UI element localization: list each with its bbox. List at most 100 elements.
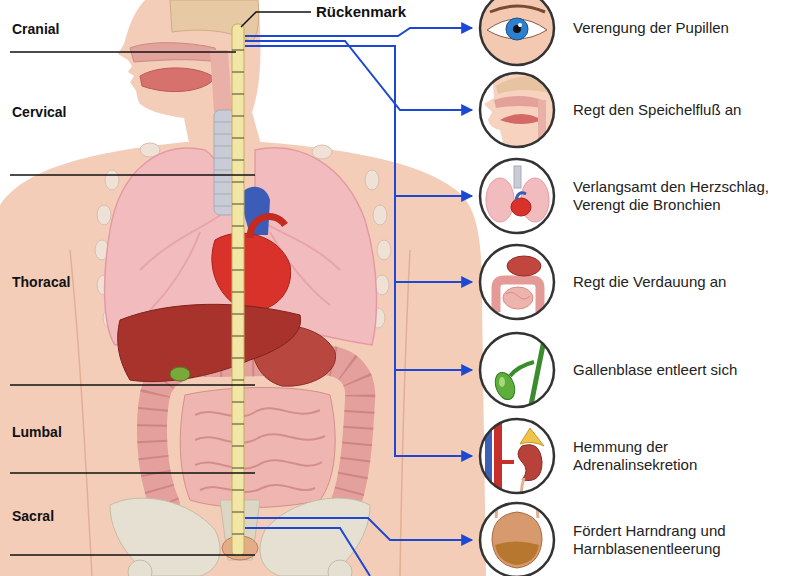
digestion-icon <box>480 245 554 319</box>
heart <box>250 216 285 238</box>
nerve-arrow <box>245 46 472 456</box>
effect-text: Fördert Harndrang und Harnblasenentleeru… <box>573 522 785 558</box>
region-divider <box>10 472 255 474</box>
bladder-icon <box>480 503 554 576</box>
leader-line <box>241 12 311 27</box>
effect-item: Gallenblase entleert sich <box>478 332 792 408</box>
region-label: Sacral <box>12 508 54 525</box>
heart-lung-icon <box>480 159 554 233</box>
effect-text: Regt die Verdauung an <box>573 273 785 291</box>
ribs <box>97 205 111 225</box>
pelvis <box>128 560 152 576</box>
region-label: Cervical <box>12 104 66 121</box>
ribs <box>365 170 379 190</box>
digestion-icon <box>506 292 530 299</box>
adrenal-icon <box>480 419 554 493</box>
bladder-icon <box>480 503 554 576</box>
gallbladder <box>170 367 190 381</box>
adrenal-icon <box>480 418 554 500</box>
region-label: Lumbal <box>12 424 62 441</box>
head-icon <box>538 100 546 150</box>
bladder-icon <box>474 495 560 576</box>
head-icon <box>480 73 554 147</box>
nerve-arrow <box>245 41 472 110</box>
effect-text: Verengung der Pupillen <box>573 19 785 37</box>
digestion-icon <box>507 256 541 276</box>
head-icon <box>496 76 556 94</box>
intestines <box>152 360 360 508</box>
gallbladder-icon <box>499 377 505 387</box>
digestion-icon <box>496 256 541 312</box>
head-icon <box>500 114 542 124</box>
region-divider <box>10 52 255 555</box>
eye-icon <box>518 23 522 27</box>
effect-item: Verlangsamt den Herzschlag, Verengt die … <box>478 158 792 234</box>
heart-lung-icon <box>514 166 521 188</box>
intestines <box>195 408 325 492</box>
adrenal-icon <box>502 460 514 464</box>
gallbladder-icon <box>480 333 554 410</box>
spinal-cord <box>232 24 244 556</box>
nerve-arrow <box>245 28 472 36</box>
heart-lung-icon <box>486 178 514 222</box>
region-label: Thoracal <box>12 274 70 291</box>
liver <box>118 304 301 381</box>
eye-icon <box>487 19 547 39</box>
digestion-icon <box>480 245 554 319</box>
pelvis <box>260 498 370 576</box>
heart-lung-icon <box>480 159 554 233</box>
effect-item: Hemmung der Adrenalinsekretion <box>478 418 792 494</box>
intestines <box>180 388 335 508</box>
region-divider <box>10 554 255 556</box>
nerve-arrow <box>245 528 370 576</box>
effect-text: Hemmung der Adrenalinsekretion <box>573 438 785 474</box>
body-silhouette <box>0 0 486 576</box>
effect-item: Verengung der Pupillen <box>478 0 792 66</box>
digestion-icon <box>496 280 540 312</box>
head-organs <box>210 50 232 112</box>
ribs <box>105 170 119 190</box>
head-icon <box>480 72 556 150</box>
gallbladder-icon <box>480 333 554 407</box>
effect-text: Gallenblase entleert sich <box>573 361 785 379</box>
head-organs <box>140 68 215 92</box>
adrenal-icon <box>521 478 524 500</box>
adrenal-icon <box>518 445 542 481</box>
effect-item: Fördert Harndrang und Harnblasenentleeru… <box>478 502 792 576</box>
heart <box>212 187 291 311</box>
bladder-icon <box>492 512 542 568</box>
gallbladder-icon <box>510 362 534 376</box>
heart-lung-icon <box>511 198 531 216</box>
structure-label: Rückenmark <box>316 3 406 20</box>
spinal-cord <box>232 24 244 556</box>
pelvis <box>328 560 352 576</box>
leader-line <box>241 12 311 27</box>
spinal-cord <box>232 50 244 534</box>
ribs <box>373 205 387 225</box>
nerve-arrow <box>395 281 472 283</box>
nerve-arrow <box>395 369 472 371</box>
body-silhouette <box>70 250 92 576</box>
head-icon <box>494 96 542 108</box>
heart <box>212 233 291 311</box>
gallbladder-icon <box>530 335 545 410</box>
pelvis <box>110 498 220 576</box>
nerve-arrow <box>395 195 472 197</box>
eye-icon <box>506 18 528 40</box>
eye-icon <box>480 0 554 65</box>
digestion-icon <box>503 287 533 309</box>
eye-icon <box>478 0 558 70</box>
effect-item: Regt den Speichelfluß an <box>478 72 792 148</box>
liver <box>118 304 301 381</box>
eye-icon <box>478 0 558 70</box>
bladder-icon <box>495 542 539 566</box>
gallbladder <box>170 367 190 381</box>
heart-lung-icon <box>486 166 549 222</box>
region-divider <box>10 51 236 53</box>
digestion-icon <box>480 245 554 319</box>
region-label: Cranial <box>12 21 59 38</box>
eye-icon <box>478 0 558 70</box>
body-silhouette <box>400 250 410 576</box>
gallbladder-icon <box>492 370 518 402</box>
